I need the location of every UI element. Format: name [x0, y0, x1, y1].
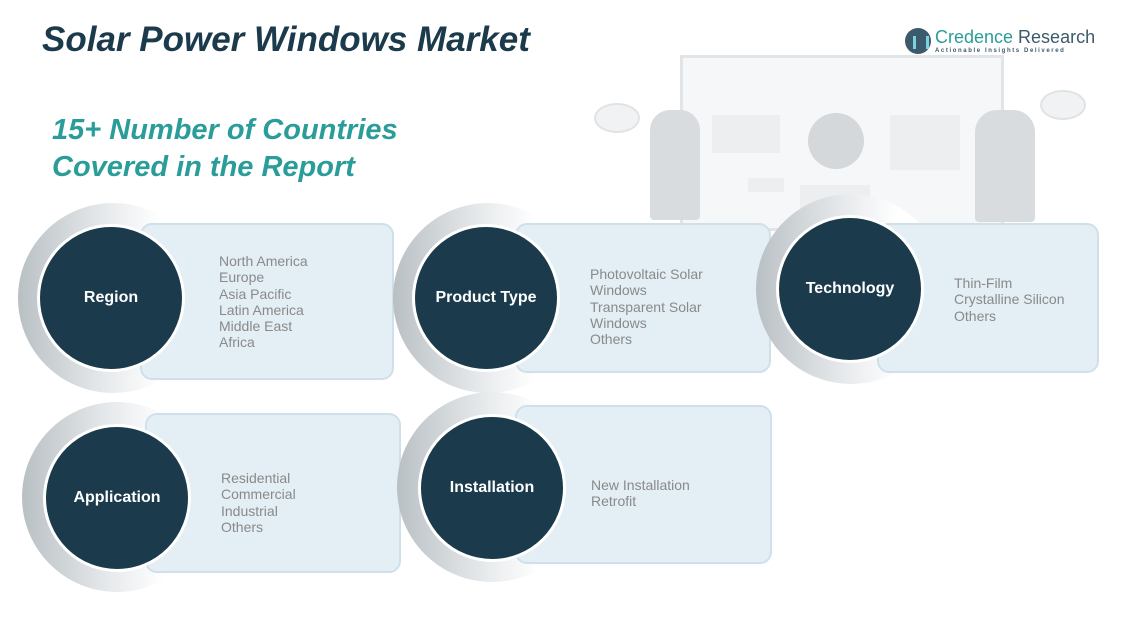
application-circle: Application — [43, 424, 191, 572]
technology-circle: Technology — [776, 215, 924, 363]
list-item: Middle East — [219, 318, 293, 335]
list-item: Retrofit — [591, 493, 637, 510]
list-item: Transparent Solar — [590, 298, 702, 315]
list-item: Thin-Film — [954, 275, 1013, 291]
list-item: Europe — [219, 269, 265, 286]
logo-tagline: Actionable Insights Delivered — [935, 48, 1066, 54]
list-item: Others — [221, 518, 264, 535]
subtitle: 15+ Number of Countries Covered in the R… — [52, 112, 398, 186]
technology-items: Thin-Film Crystalline Silicon Others — [954, 275, 1064, 324]
subtitle-line: Covered in the Report — [52, 151, 355, 183]
list-item: Others — [954, 307, 997, 324]
list-item: Africa — [219, 334, 255, 351]
installation-circle: Installation — [418, 414, 566, 562]
logo-icon — [905, 27, 931, 54]
list-item: Latin America — [219, 301, 304, 318]
page-title: Solar Power Windows Market — [42, 20, 530, 59]
list-item: Commercial — [221, 486, 296, 503]
list-item: Asia Pacific — [219, 285, 292, 302]
list-item: New Installation — [591, 477, 690, 493]
list-item: Windows — [590, 314, 647, 331]
list-item: Crystalline Silicon — [954, 291, 1065, 308]
region-circle: Region — [37, 224, 185, 372]
list-item: Industrial — [221, 502, 278, 519]
product-type-items: Photovoltaic Solar Windows Transparent S… — [590, 266, 703, 347]
list-item: Photovoltaic Solar — [590, 266, 703, 282]
application-items: Residential Commercial Industrial Others — [221, 470, 296, 535]
list-item: Residential — [221, 470, 291, 486]
product-type-circle: Product Type — [412, 224, 560, 372]
installation-items: New Installation Retrofit — [591, 477, 690, 510]
subtitle-line: 15+ Number of Countries — [52, 114, 398, 146]
region-items: North America Europe Asia Pacific Latin … — [219, 253, 308, 351]
list-item: Others — [590, 331, 633, 348]
logo-name: Credence Research — [935, 27, 1096, 47]
list-item: North America — [219, 253, 308, 269]
list-item: Windows — [590, 282, 647, 299]
logo: Credence Research Actionable Insights De… — [905, 27, 1095, 54]
